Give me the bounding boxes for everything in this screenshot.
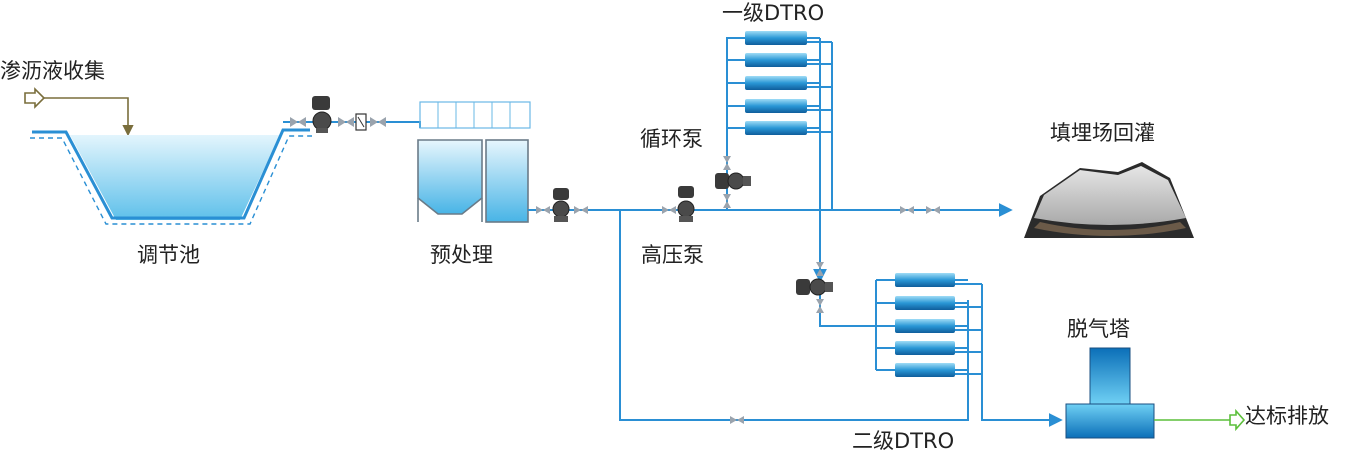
valve-icon <box>536 206 550 214</box>
inlet-arrow-icon <box>24 87 46 109</box>
high-pressure-pump-label: 高压泵 <box>641 243 704 267</box>
dtro-stage2-label: 二级DTRO <box>852 429 954 453</box>
filter-icon <box>355 113 367 131</box>
valve-icon <box>723 194 731 208</box>
pump-icon <box>796 278 833 296</box>
equalization-tank-label: 调节池 <box>137 243 200 267</box>
valve-icon <box>816 299 824 313</box>
stage2-feed-pipe <box>819 280 876 327</box>
landfill-mound-icon <box>1024 162 1194 238</box>
valve-icon <box>662 206 676 214</box>
valve-icon <box>574 206 588 214</box>
stage1-concentrate <box>807 37 821 250</box>
pump-icon <box>552 188 570 222</box>
discharge-label: 达标排放 <box>1245 404 1329 428</box>
stage2-manifold <box>875 279 895 371</box>
pump-icon <box>715 172 751 190</box>
degassing-tower-label: 脱气塔 <box>1067 317 1130 341</box>
stage1-permeate <box>807 41 833 210</box>
equalization-tank <box>30 128 312 225</box>
valve-icon <box>338 117 354 127</box>
outlet-arrow-icon <box>1229 408 1246 432</box>
stage2-permeate <box>955 283 1060 420</box>
stage1-feed-pipe <box>726 37 745 210</box>
stage2-concentrate <box>955 279 968 371</box>
circulation-pump-label: 循环泵 <box>640 127 703 151</box>
pump-icon <box>312 96 332 133</box>
pretreatment-label: 预处理 <box>430 243 493 267</box>
degassing-tower-icon <box>1065 347 1155 439</box>
pretreatment-unit <box>417 101 531 223</box>
membrane-module-icon <box>895 273 955 377</box>
inlet-line <box>44 97 134 137</box>
leachate-collection-label: 渗沥液收集 <box>0 59 105 83</box>
valve-icon <box>723 156 731 170</box>
pump-icon <box>677 186 695 222</box>
valve-icon <box>926 206 940 214</box>
dtro-stage1-label: 一级DTRO <box>722 1 824 25</box>
membrane-module-icon <box>745 31 807 135</box>
valve-icon <box>816 262 824 276</box>
stage1-manifold <box>727 59 745 129</box>
valve-icon <box>730 416 744 424</box>
bypass-pipe <box>619 210 969 421</box>
valve-icon <box>370 117 386 127</box>
valve-icon <box>900 206 914 214</box>
valve-icon <box>290 117 306 127</box>
landfill-recharge-label: 填埋场回灌 <box>1050 121 1155 145</box>
